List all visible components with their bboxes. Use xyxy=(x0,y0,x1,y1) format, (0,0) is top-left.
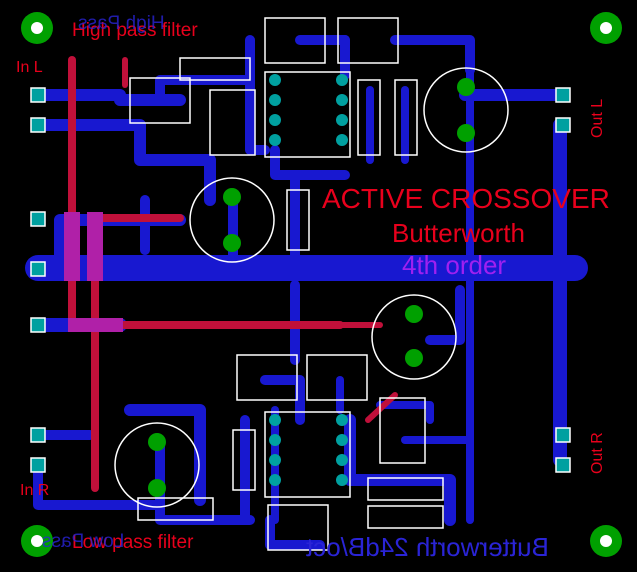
trace-overlaps xyxy=(64,212,123,332)
connector-pads xyxy=(30,87,571,473)
board-subtitle-1: Butterworth xyxy=(392,218,525,248)
in-right-label: In R xyxy=(20,482,50,499)
in-left-label: In L xyxy=(16,59,43,76)
board-title: ACTIVE CROSSOVER xyxy=(322,183,610,214)
out-right-label: Out R xyxy=(589,432,606,474)
high-pass-filter-label: High pass filter xyxy=(72,20,198,41)
out-left-label: Out L xyxy=(589,98,606,138)
capacitor-footprints xyxy=(129,17,444,551)
electrolytic-capacitors xyxy=(114,67,509,508)
bottom-mirrored-label: Butterworth 24dB/oct xyxy=(306,532,549,562)
board-subtitle-2: 4th order xyxy=(402,250,507,280)
high-pass-filter-mirrored-label: High Pass xyxy=(78,13,165,34)
mounting-holes xyxy=(21,12,622,557)
low-pass-filter-label: Low pass filter xyxy=(72,532,194,553)
low-pass-filter-mirrored-label: Low Pass xyxy=(42,531,125,552)
ic-footprints xyxy=(264,71,351,498)
